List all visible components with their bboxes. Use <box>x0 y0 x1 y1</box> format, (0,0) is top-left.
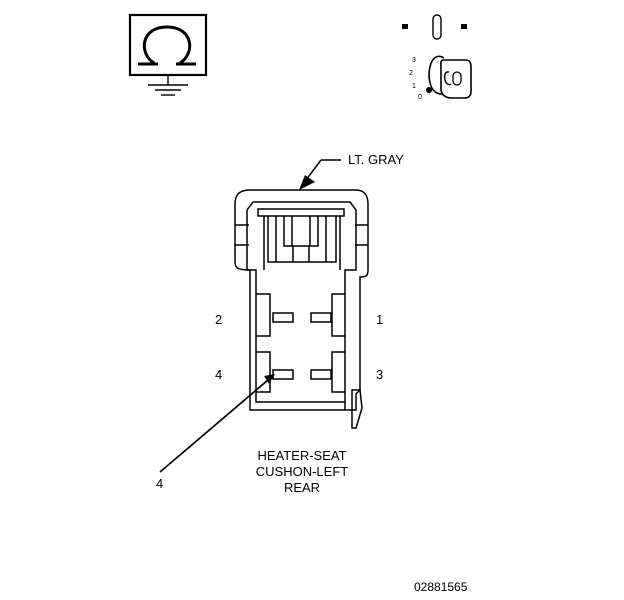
ignition-position-0: 0 <box>418 94 422 101</box>
connector-body <box>234 189 369 429</box>
ignition-key-icon <box>402 14 472 99</box>
component-name-line-3: REAR <box>283 480 321 495</box>
pin-callout-arrow <box>159 374 275 473</box>
component-name: HEATER-SEAT CUSHON-LEFT REAR <box>228 448 376 496</box>
ignition-position-1: 1 <box>412 83 416 90</box>
pin-label-1: 1 <box>376 312 384 327</box>
pin-label-3: 3 <box>376 367 384 382</box>
component-name-line-2: CUSHON-LEFT <box>255 464 349 479</box>
ignition-position-3: 3 <box>412 57 416 64</box>
pin-label-4: 4 <box>215 367 223 382</box>
figure-id: 02881565 <box>414 580 468 594</box>
ground-icon <box>148 75 188 96</box>
connector-color-label: LT. GRAY <box>348 152 404 167</box>
pin-label-2: 2 <box>215 312 223 327</box>
component-name-line-1: HEATER-SEAT <box>257 448 347 463</box>
ohmmeter-icon <box>128 13 208 77</box>
ignition-position-2: 2 <box>409 70 413 77</box>
callout-number: 4 <box>156 476 164 491</box>
color-leader <box>299 159 341 190</box>
